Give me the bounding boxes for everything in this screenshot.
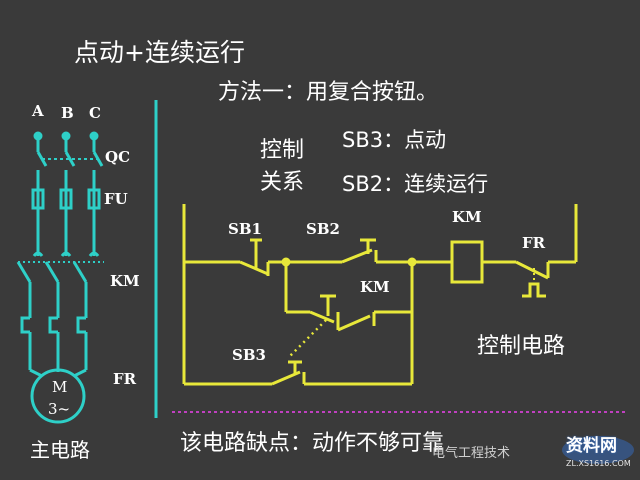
control-relation-item-jog: SB3：点动 xyxy=(342,128,447,152)
fr-contact xyxy=(515,260,549,280)
sb3-label: SB3 xyxy=(232,346,266,364)
motor-type-label: 3~ xyxy=(48,400,71,418)
fr-actuator xyxy=(522,282,546,298)
watermark-logo: 资料网 xyxy=(566,436,617,456)
phase-a-terminal xyxy=(33,131,43,141)
fr-main-label: FR xyxy=(113,370,137,388)
slide-title: 点动+连续运行 xyxy=(74,38,245,67)
control-circuit-label: 控制电路 xyxy=(477,334,566,359)
km-blade-c xyxy=(72,261,88,283)
phase-a-label: A xyxy=(32,102,44,120)
phase-b-terminal xyxy=(61,131,71,141)
method-text: 方法一：用复合按钮。 xyxy=(218,80,439,105)
sb3-linkage xyxy=(289,319,327,357)
watermark-url: ZL.XS1616.COM xyxy=(566,459,631,468)
motor-label: M xyxy=(52,378,68,396)
km-contact-arc-c xyxy=(88,251,100,257)
control-circuit-wiring xyxy=(182,204,578,386)
phase-b-label: B xyxy=(61,104,74,122)
km-blade-b xyxy=(44,261,60,283)
watermark-logo-icon xyxy=(562,436,634,464)
motor-circle xyxy=(30,368,86,424)
watermark-text: 电气工程技术 xyxy=(432,446,511,461)
km-main-label: KM xyxy=(110,272,140,290)
sb1-contact xyxy=(239,260,269,276)
qc-blade-b xyxy=(64,151,76,167)
sb2-label: SB2 xyxy=(306,220,340,238)
fr-element-c xyxy=(76,316,86,334)
sb3-nc-contact xyxy=(309,310,335,324)
phase-c-terminal xyxy=(89,131,99,141)
km-aux-contact xyxy=(337,314,371,332)
fr-control-label: FR xyxy=(522,234,546,252)
km-contact-arc-a xyxy=(32,251,44,257)
main-circuit-wiring xyxy=(16,131,104,424)
fr-element-a xyxy=(20,316,30,334)
fr-element-b xyxy=(48,316,58,334)
qc-label: QC xyxy=(105,148,131,166)
phase-c-label: C xyxy=(89,104,101,122)
sb1-label: SB1 xyxy=(228,220,262,238)
fu-label: FU xyxy=(104,190,128,208)
control-relation-label-line1: 控制 xyxy=(260,138,305,163)
main-circuit-label: 主电路 xyxy=(30,438,90,462)
defect-text: 该电路缺点：动作不够可靠 xyxy=(180,431,445,456)
control-relation-label-line2: 关系 xyxy=(260,170,305,195)
km-coil xyxy=(450,240,484,284)
km-blade-a xyxy=(16,261,32,283)
km-contact-arc-b xyxy=(60,251,72,257)
km-aux-label: KM xyxy=(360,278,390,296)
km-coil-label: KM xyxy=(452,208,482,226)
control-relation-item-continuous: SB2：连续运行 xyxy=(342,172,489,196)
